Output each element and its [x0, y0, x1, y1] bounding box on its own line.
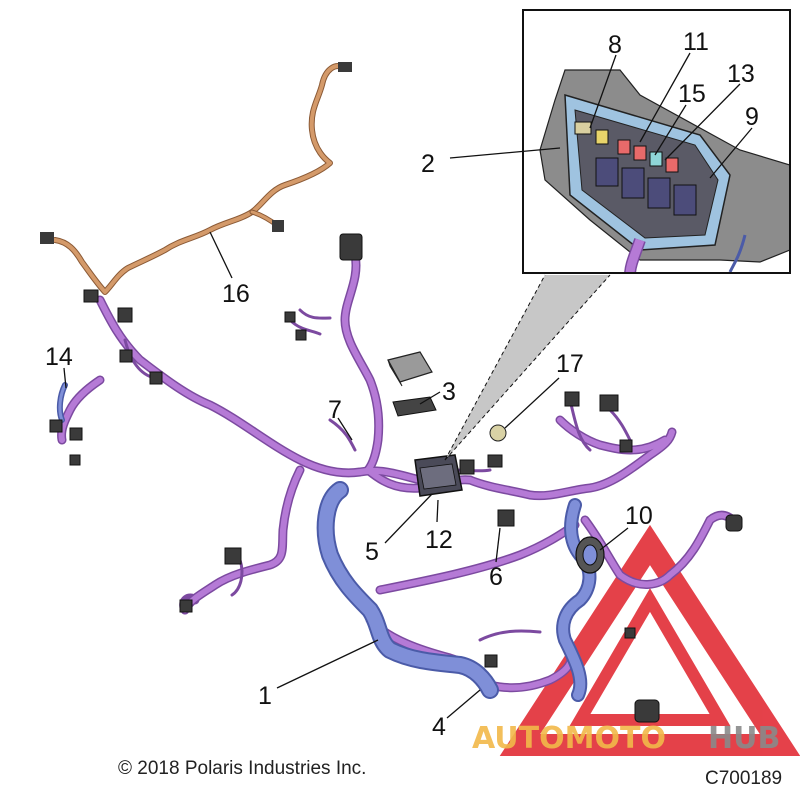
watermark-wordmark: AUTOMOTO HUB	[472, 721, 780, 756]
callout-2: 2	[421, 150, 435, 178]
rear-harness-connector	[272, 220, 284, 232]
connector	[117, 307, 133, 323]
relay-block	[621, 167, 645, 199]
callout-17: 17	[556, 350, 584, 378]
callout-14: 14	[45, 343, 73, 371]
grommet	[575, 536, 605, 574]
connector	[149, 371, 163, 385]
leader-lines	[63, 52, 753, 719]
callout-10: 10	[625, 502, 653, 530]
connector	[69, 454, 81, 466]
drawing-number: C700189	[705, 768, 783, 789]
fuse-box	[414, 454, 463, 497]
callout-5: 5	[365, 538, 379, 566]
connector	[295, 329, 307, 341]
connector	[224, 547, 242, 565]
callout-12: 12	[425, 526, 453, 554]
connector	[619, 439, 633, 453]
relay-block	[673, 184, 697, 216]
fuse-label-plate	[392, 396, 437, 417]
connector	[564, 391, 580, 407]
fuse	[649, 151, 663, 167]
fuse-puller	[574, 121, 592, 135]
cable-clip	[489, 424, 507, 442]
connector	[624, 627, 636, 639]
connector	[339, 233, 363, 261]
fuse	[665, 157, 679, 173]
callout-6: 6	[489, 563, 503, 591]
callout-11: 11	[683, 28, 709, 56]
rear-harness-connector	[338, 62, 352, 72]
connector	[497, 509, 515, 527]
connector	[284, 311, 296, 323]
connector	[179, 599, 193, 613]
callout-labels: 1 2 3 4 5 6 7 8 9 10 11 12 13 14 15 16 1…	[45, 28, 759, 741]
relay-block	[647, 177, 671, 209]
detail-inset	[522, 9, 791, 274]
connector	[484, 654, 498, 668]
relay-module	[387, 351, 433, 387]
relay-block	[595, 157, 619, 187]
callout-1: 1	[258, 682, 272, 710]
watermark-text-automoto: AUTOMOTO	[472, 721, 666, 756]
fuse	[633, 145, 647, 161]
callout-16: 16	[222, 280, 250, 308]
rear-harness-connector	[40, 232, 54, 244]
fuse	[595, 129, 609, 145]
callout-8: 8	[608, 31, 622, 59]
callout-9: 9	[745, 103, 759, 131]
fuse	[617, 139, 631, 155]
connector	[725, 514, 743, 532]
connector	[49, 419, 63, 433]
callout-15: 15	[678, 80, 706, 108]
harness-connectors	[49, 233, 743, 723]
callout-13: 13	[727, 60, 755, 88]
rear-harness	[40, 62, 352, 295]
callout-4: 4	[432, 713, 446, 741]
watermark-triangle-outer	[499, 524, 800, 756]
connector	[83, 289, 99, 303]
callout-3: 3	[442, 378, 456, 406]
connector	[634, 699, 660, 723]
connector	[119, 349, 133, 363]
connector	[69, 427, 83, 441]
watermark-text-hub: HUB	[708, 721, 780, 756]
copyright-notice: © 2018 Polaris Industries Inc.	[118, 758, 367, 779]
connector	[599, 394, 619, 412]
callout-7: 7	[328, 396, 342, 424]
connector	[487, 454, 503, 468]
connector	[459, 459, 475, 475]
